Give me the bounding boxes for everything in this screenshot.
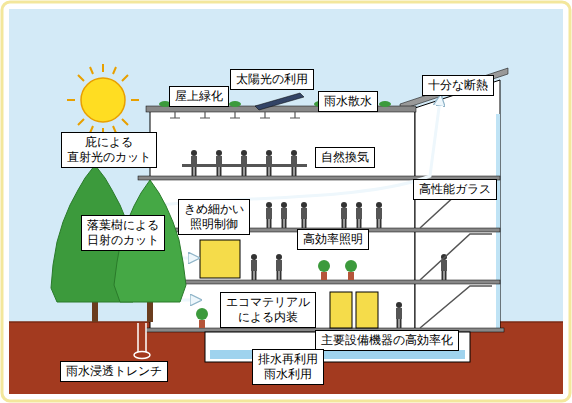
person — [241, 150, 247, 176]
label-text: 太陽光の利用 — [236, 72, 308, 87]
sun — [67, 64, 139, 136]
person — [266, 150, 272, 176]
ceiling-lamps — [170, 112, 300, 118]
roof-plant — [229, 101, 241, 107]
person — [191, 150, 197, 176]
label-text: 十分な断熱 — [428, 78, 488, 93]
door — [356, 292, 378, 328]
trench-pit — [134, 352, 150, 359]
plant — [345, 260, 357, 280]
label-text: エコマテリアル による内装 — [226, 295, 310, 325]
label-text: 庇による 直射光のカット — [67, 135, 151, 165]
window-panel — [200, 240, 240, 278]
label-text: 雨水散水 — [324, 94, 372, 109]
label-box: 自然換気 — [315, 147, 375, 168]
label-box: 排水再利用 雨水利用 — [252, 349, 324, 385]
person — [276, 254, 282, 280]
glass-wall — [496, 114, 500, 328]
plant — [318, 260, 330, 280]
atrium-tower — [415, 80, 500, 330]
label-box: 十分な断熱 — [422, 75, 494, 96]
ground — [9, 322, 563, 394]
ventilation-arrow — [160, 100, 440, 205]
person — [251, 254, 257, 280]
tree-trunk — [92, 300, 98, 322]
wind-arrows — [140, 100, 440, 300]
label-box: 高効率照明 — [297, 229, 369, 250]
person — [266, 202, 272, 228]
person — [341, 202, 347, 228]
roof-plant — [379, 101, 391, 107]
door — [330, 292, 352, 328]
label-box: きめ細かい 照明制御 — [178, 199, 250, 235]
sky — [9, 9, 563, 394]
infiltration-trench — [134, 323, 150, 359]
label-text: 高効率照明 — [303, 232, 363, 247]
floor-slab — [138, 280, 500, 284]
sun-rays — [67, 64, 139, 136]
tree-trunk — [147, 300, 153, 322]
person — [396, 302, 402, 328]
slanted-roof — [400, 68, 508, 110]
label-box: 落葉樹による 日射のカット — [81, 215, 165, 251]
label-box: 太陽光の利用 — [230, 69, 314, 90]
basement-water — [210, 350, 465, 359]
person — [356, 202, 362, 228]
label-text: 排水再利用 雨水利用 — [258, 352, 318, 382]
label-text: 高性能ガラス — [419, 182, 491, 197]
label-text: きめ細かい 照明制御 — [184, 202, 244, 232]
label-box: 主要設備機器の高効率化 — [315, 330, 459, 351]
label-box: エコマテリアル による内装 — [220, 292, 316, 328]
label-box: 雨水浸透トレンチ — [60, 361, 168, 382]
person — [376, 202, 382, 228]
label-text: 落葉樹による 日射のカット — [87, 218, 159, 248]
sun-disc — [81, 78, 125, 122]
building-body — [150, 108, 415, 330]
person — [301, 202, 307, 228]
label-text: 屋上緑化 — [175, 89, 223, 104]
person — [281, 202, 287, 228]
trees — [51, 165, 186, 322]
label-box: 高性能ガラス — [413, 179, 497, 200]
label-box: 雨水散水 — [318, 91, 378, 112]
plant — [196, 308, 208, 328]
stairs — [420, 182, 492, 328]
building — [138, 68, 508, 362]
label-text: 雨水浸透トレンチ — [66, 364, 162, 379]
person — [216, 150, 222, 176]
label-text: 主要設備機器の高効率化 — [321, 333, 453, 348]
label-box: 屋上緑化 — [169, 86, 229, 107]
person — [291, 150, 297, 176]
label-text: 自然換気 — [321, 150, 369, 165]
trench-pipe — [138, 323, 146, 352]
solar-panel — [255, 93, 304, 110]
label-box: 庇による 直射光のカット — [61, 132, 157, 168]
